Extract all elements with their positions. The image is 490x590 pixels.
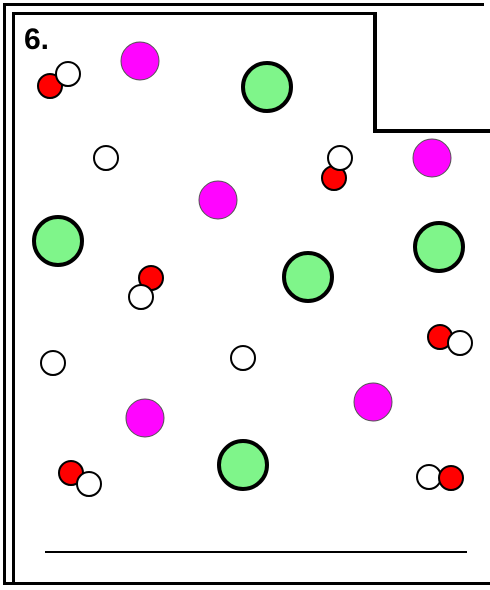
white-atom xyxy=(77,472,101,496)
white-atom xyxy=(417,465,441,489)
white-atom xyxy=(94,146,118,170)
diatomic-molecule xyxy=(59,461,101,496)
diatomic-molecule xyxy=(428,325,472,355)
white-atom xyxy=(41,351,65,375)
red-atom xyxy=(439,466,463,490)
diatomic-molecule xyxy=(417,465,463,490)
green-atom xyxy=(415,223,463,271)
white-atom xyxy=(56,62,80,86)
white-atom xyxy=(448,331,472,355)
magenta-atom xyxy=(121,42,159,80)
diatomic-molecule xyxy=(129,266,163,309)
magenta-atom xyxy=(199,181,237,219)
green-atom xyxy=(284,253,332,301)
magenta-atom xyxy=(126,399,164,437)
answer-line[interactable] xyxy=(45,551,467,553)
magenta-atom xyxy=(413,139,451,177)
magenta-atom xyxy=(354,383,392,421)
white-atom xyxy=(129,285,153,309)
white-atom xyxy=(231,346,255,370)
white-atom xyxy=(328,146,352,170)
diatomic-molecule xyxy=(322,146,352,190)
green-atom xyxy=(34,217,82,265)
diatomic-molecule xyxy=(38,62,80,98)
green-atom xyxy=(219,441,267,489)
green-atom xyxy=(243,63,291,111)
